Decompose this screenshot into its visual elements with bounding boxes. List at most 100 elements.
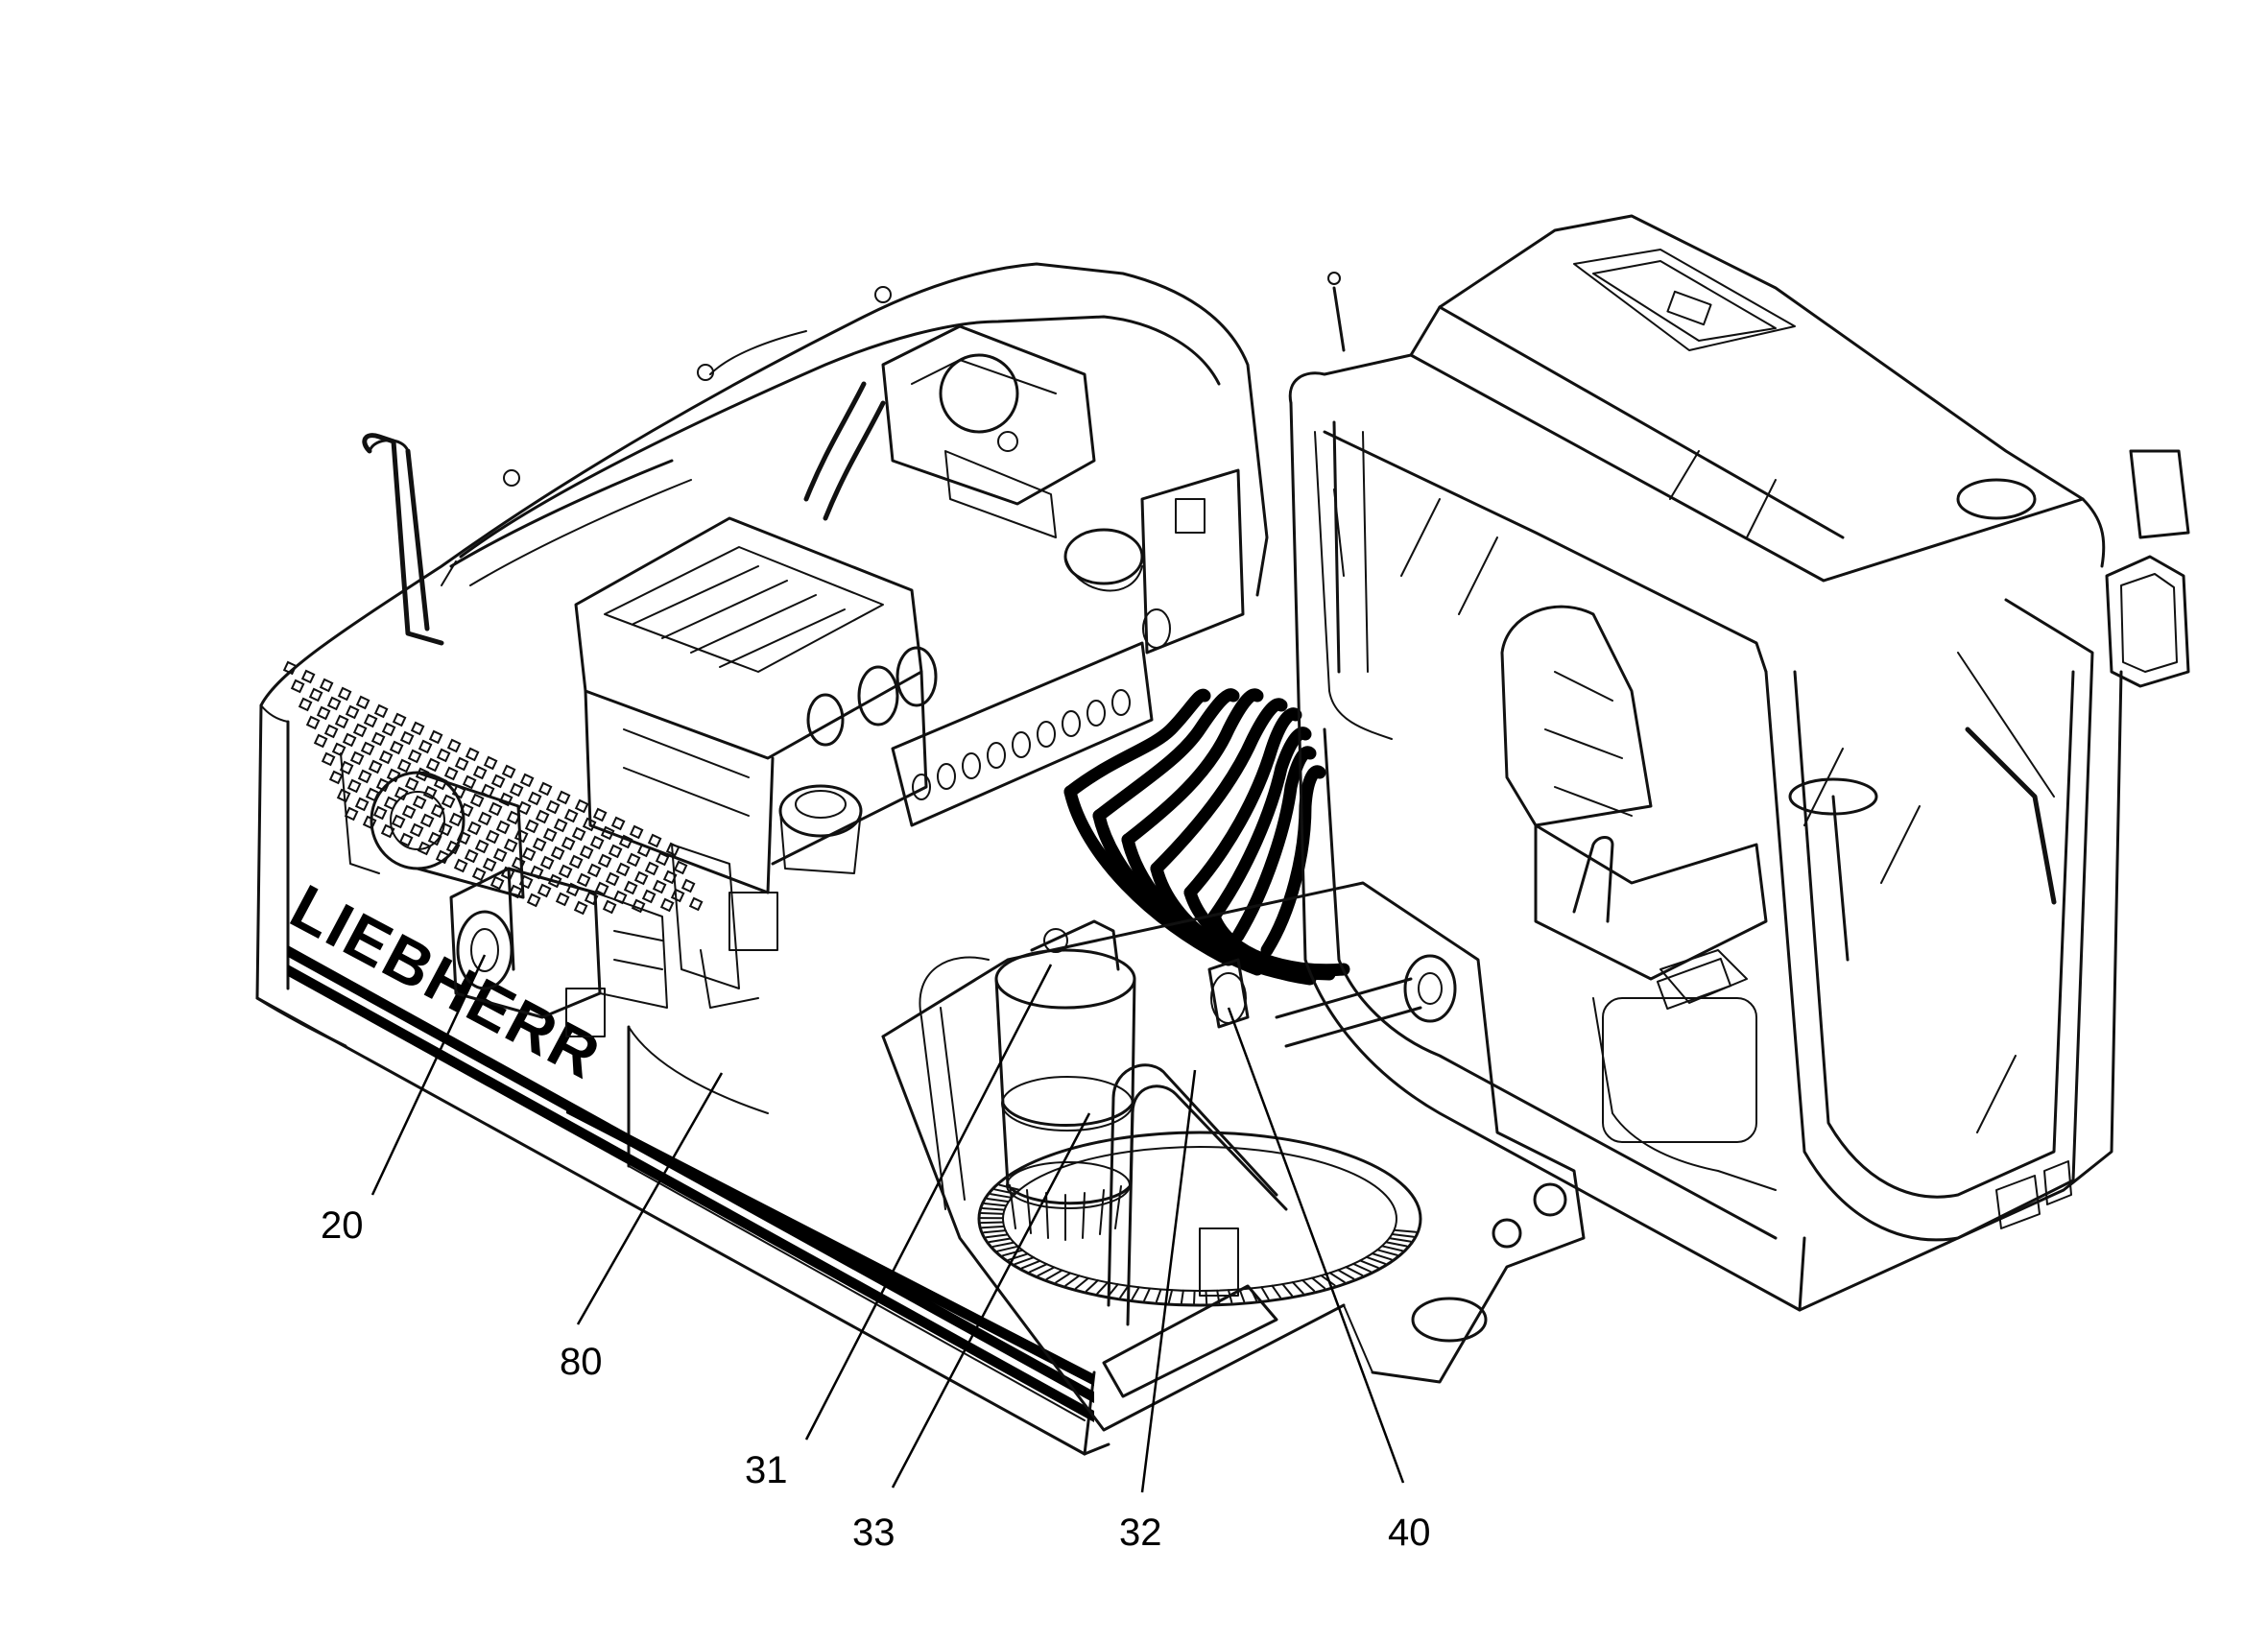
grille-hole: [419, 813, 435, 828]
grille-hole: [282, 660, 298, 676]
grille-hole: [618, 834, 633, 849]
grille-hole: [495, 820, 511, 835]
grille-hole: [535, 809, 550, 824]
ring-tooth: [1337, 1269, 1355, 1280]
grille-hole: [443, 766, 459, 781]
ring-tooth: [1119, 1284, 1130, 1299]
ring-tooth: [1055, 1272, 1072, 1284]
ring-tooth: [1064, 1275, 1081, 1287]
grille-hole: [465, 747, 480, 762]
hose-fitting: [1062, 710, 1081, 737]
ring-tooth: [993, 1188, 1016, 1195]
ring-tooth: [1180, 1289, 1184, 1304]
grille-hole: [626, 852, 641, 868]
leader-40: [1227, 1007, 1405, 1484]
grille-hole: [409, 822, 424, 838]
grille-hole: [428, 729, 443, 745]
grille-hole: [300, 669, 316, 684]
brand-stripes: LIEBHERR: [279, 870, 1094, 1422]
ring-tooth: [1388, 1237, 1412, 1243]
grille-hole: [629, 824, 644, 840]
grille-hole: [623, 880, 638, 895]
grille-hole: [425, 757, 441, 773]
ring-tooth: [1376, 1249, 1398, 1256]
grille-hole: [448, 812, 464, 827]
grille-hole: [328, 770, 344, 785]
ring-tooth: [990, 1193, 1014, 1199]
ring-tooth: [1393, 1228, 1418, 1233]
grille-hole: [563, 808, 579, 823]
ring-tooth: [986, 1198, 1010, 1203]
hose-fitting: [962, 752, 981, 779]
grille-hole: [574, 798, 589, 814]
hydraulic-pump: [449, 867, 668, 1037]
grille-hole: [401, 804, 417, 820]
ring-tooth: [1291, 1281, 1304, 1295]
grille-hole: [594, 881, 609, 896]
hose-fitting: [937, 763, 956, 790]
grille-hole: [398, 832, 414, 847]
grille-hole: [647, 833, 662, 848]
grille-hole: [498, 792, 513, 807]
ring-tooth: [1074, 1276, 1089, 1290]
grille-hole: [337, 686, 352, 702]
upper-frame: [881, 881, 1586, 1432]
ring-tooth: [1384, 1241, 1408, 1248]
leader-32: [1140, 1069, 1197, 1493]
grille-hole: [471, 867, 487, 882]
engine-block: [574, 324, 1245, 1009]
ring-tooth: [980, 1221, 1005, 1225]
leader-80: [576, 1072, 724, 1325]
ring-tooth: [1001, 1249, 1024, 1257]
grille-hole: [391, 814, 406, 829]
operator-cab: [1288, 214, 2190, 1312]
air-filter: [340, 752, 525, 899]
ring-tooth: [982, 1229, 1007, 1234]
grille-hole: [579, 845, 594, 860]
grille-hole: [655, 851, 670, 867]
leader-31: [804, 964, 1053, 1441]
leader-33: [891, 1112, 1091, 1489]
grille-hole: [489, 875, 505, 891]
ring-tooth: [1131, 1286, 1140, 1300]
grille-hole: [399, 730, 415, 746]
grille-hole: [368, 759, 383, 774]
ring-tooth: [1391, 1232, 1415, 1238]
ring-tooth: [998, 1183, 1021, 1191]
ring-tooth: [1096, 1281, 1110, 1295]
hose-fitting: [1037, 721, 1056, 748]
grille-hole: [334, 714, 349, 729]
grille-hole: [537, 781, 553, 797]
grille-hole: [417, 841, 432, 856]
ring-tooth: [1328, 1272, 1346, 1284]
grille-hole: [336, 788, 351, 803]
grille-hole: [652, 879, 667, 894]
grille-hole: [412, 795, 427, 810]
grille-hole: [418, 739, 433, 754]
grille-hole: [631, 898, 646, 914]
swing-ring-teeth: [980, 1183, 1418, 1304]
ring-tooth: [981, 1206, 1006, 1211]
exhaust-pipe: [362, 433, 444, 646]
grille-hole: [354, 797, 370, 812]
grille-hole: [298, 697, 313, 712]
grille-hole: [396, 758, 412, 774]
hose-fitting: [1086, 700, 1106, 727]
grille-hole: [355, 695, 370, 710]
grille-hole: [589, 835, 605, 850]
ring-tooth: [1037, 1266, 1056, 1277]
leader-lines: [370, 954, 1405, 1493]
ring-tooth: [1301, 1278, 1316, 1293]
grille-hole: [344, 806, 359, 822]
callout-80: 80: [560, 1341, 603, 1383]
ring-tooth: [1359, 1259, 1379, 1269]
grille-hole: [644, 861, 659, 876]
grille-hole: [550, 846, 565, 861]
ring-tooth: [1371, 1252, 1393, 1261]
grille-hole: [576, 872, 591, 888]
grille-hole: [571, 826, 586, 842]
grille-hole: [363, 713, 378, 728]
grille-hole: [688, 896, 704, 912]
grille-hole: [370, 731, 386, 747]
grille-hole: [389, 740, 404, 755]
